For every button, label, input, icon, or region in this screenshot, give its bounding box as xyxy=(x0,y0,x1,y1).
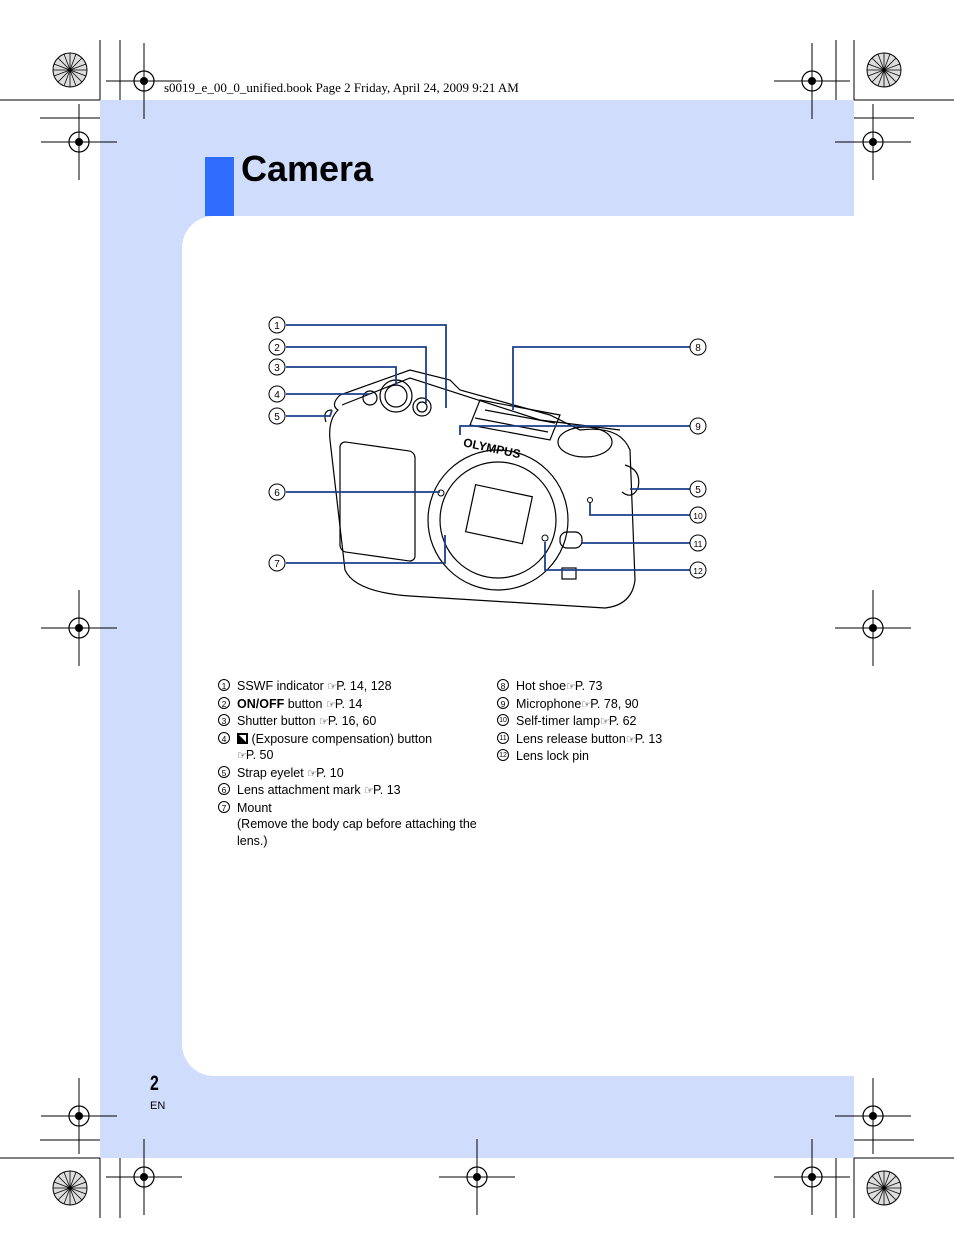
print-header: s0019_e_00_0_unified.book Page 2 Friday,… xyxy=(164,80,519,95)
svg-text:5: 5 xyxy=(695,485,701,496)
callout-6: 6 xyxy=(268,483,286,501)
svg-text:4: 4 xyxy=(274,390,280,401)
callout-1: 1 xyxy=(268,316,286,334)
page-ref-icon: ☞ xyxy=(237,750,247,762)
brand-logo: OLYMPUS xyxy=(462,435,522,461)
leader-lines xyxy=(286,324,690,571)
lens-mount-outer xyxy=(427,449,569,591)
page-ref-icon: ☞ xyxy=(600,716,610,728)
callout-7: 7 xyxy=(268,554,286,572)
svg-text:11: 11 xyxy=(694,539,703,549)
lens-lock-pin-shape xyxy=(541,534,549,542)
callout-2: 2 xyxy=(268,338,286,356)
page-ref-icon: ☞ xyxy=(566,681,576,693)
page-number: 2 xyxy=(150,1072,159,1095)
camera-body xyxy=(329,369,636,609)
hot-shoe-shape xyxy=(469,399,561,441)
page-ref-icon: ☞ xyxy=(307,767,317,780)
svg-text:5: 5 xyxy=(274,412,280,423)
page-ref-icon: ☞ xyxy=(625,733,636,746)
callout-12: 12 xyxy=(689,561,707,579)
callout-10: 10 xyxy=(689,506,707,524)
legend-item-4: 4 (Exposure compensation) button☞P. 50 xyxy=(218,731,488,765)
mode-dial xyxy=(557,426,613,458)
svg-text:8: 8 xyxy=(695,343,701,354)
language-code: EN xyxy=(150,1100,166,1112)
page-title: Camera xyxy=(241,148,374,189)
svg-text:2: 2 xyxy=(274,343,280,354)
page-ref-icon: ☞ xyxy=(581,698,591,711)
callout-5-right: 5 xyxy=(689,480,707,498)
callout-4: 4 xyxy=(268,385,286,403)
page-ref-icon: ☞ xyxy=(325,698,336,711)
page-ref-icon: ☞ xyxy=(319,716,329,728)
callout-9: 9 xyxy=(689,417,707,435)
svg-text:6: 6 xyxy=(274,488,280,499)
svg-text:7: 7 xyxy=(274,559,280,570)
camera-diagram: OLYMPUS 1 2 3 4 5 6 7 8 9 5 10 11 12 xyxy=(268,316,707,609)
onoff-button-shape xyxy=(412,397,432,417)
svg-text:9: 9 xyxy=(695,422,701,433)
svg-text:1: 1 xyxy=(274,321,280,332)
svg-text:12: 12 xyxy=(693,566,703,576)
callout-5-left: 5 xyxy=(268,407,286,425)
svg-text:3: 3 xyxy=(274,363,280,374)
exposure-compensation-icon xyxy=(237,732,248,744)
lens-release-button xyxy=(559,531,583,549)
page-ref-icon: ☞ xyxy=(364,785,374,797)
grip-panel xyxy=(339,441,416,562)
af-illuminator xyxy=(561,567,577,580)
lens-mount-inner xyxy=(439,461,557,579)
sensor xyxy=(464,483,534,545)
callout-11: 11 xyxy=(689,534,707,552)
camera-top-edge xyxy=(341,377,621,431)
callout-8: 8 xyxy=(689,338,707,356)
content-panel xyxy=(182,216,854,1076)
self-timer-lamp-shape xyxy=(587,497,593,503)
callout-3: 3 xyxy=(268,358,286,376)
strap-eyelet-right xyxy=(621,464,640,496)
strap-eyelet-left xyxy=(324,409,333,423)
page-ref-icon: ☞ xyxy=(327,681,337,693)
svg-text:10: 10 xyxy=(693,511,703,521)
mount-mark-shape xyxy=(437,489,445,497)
title-accent-bar xyxy=(205,157,234,216)
exposure-button-shape xyxy=(362,390,378,406)
hot-shoe-rails xyxy=(474,409,556,433)
